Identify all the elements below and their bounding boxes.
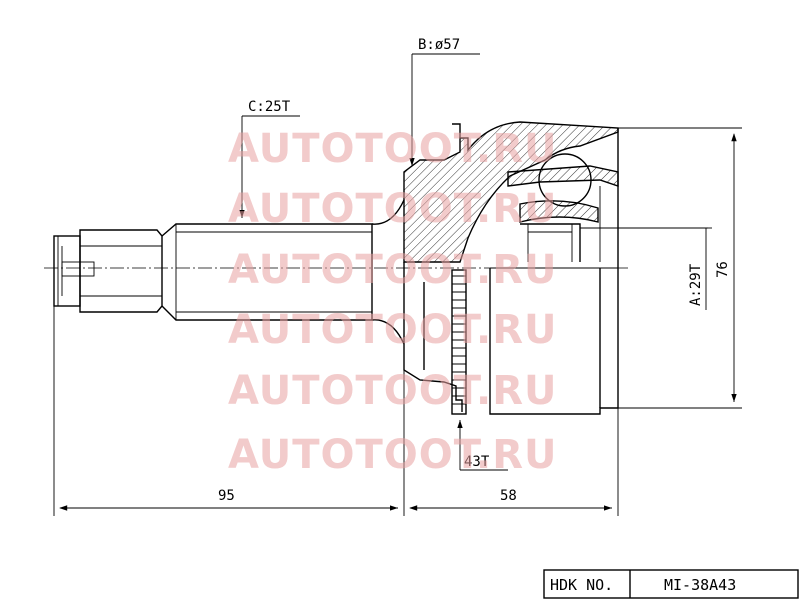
- watermark-text: AUTOTOOT.RU: [228, 432, 557, 478]
- dim-abs-ring: 43T: [464, 454, 490, 470]
- dim-inner-spline: A:29T: [688, 263, 704, 306]
- watermark-text: AUTOTOOT.RU: [228, 126, 557, 172]
- dim-shaft-length: 95: [218, 488, 235, 504]
- watermark-text: AUTOTOOT.RU: [228, 247, 557, 293]
- watermark-text: AUTOTOOT.RU: [228, 368, 557, 414]
- splined-stub-shaft: [53, 199, 405, 345]
- watermark-text: AUTOTOOT.RU: [228, 307, 557, 353]
- title-block-label: HDK NO.: [550, 576, 613, 594]
- outer-bell-lower: [403, 262, 619, 415]
- dim-outer-diameter: 76: [715, 261, 731, 278]
- outer-bell-housing: [403, 121, 619, 263]
- dimension-lines: [53, 53, 742, 516]
- title-block: HDK NO. MI-38A43: [543, 569, 799, 599]
- dim-spline-shaft: C:25T: [248, 99, 291, 115]
- dim-bell-diameter: B:ø57: [418, 37, 460, 53]
- watermark-text: AUTOTOOT.RU: [228, 186, 557, 232]
- title-block-part-number: MI-38A43: [664, 576, 736, 594]
- dim-bell-length: 58: [500, 488, 517, 504]
- watermark-group: AUTOTOOT.RU AUTOTOOT.RU AUTOTOOT.RU AUTO…: [228, 126, 557, 478]
